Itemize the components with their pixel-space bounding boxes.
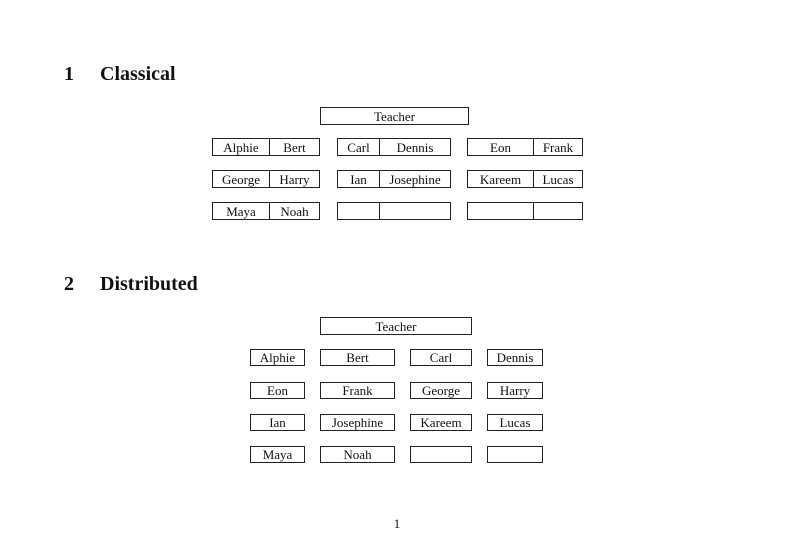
seat-label: Carl [347,139,370,155]
distributed-desk: Noah [320,446,395,463]
seat-label: Kareem [479,171,522,187]
seat-label: Alphie [223,139,259,155]
seat-label-empty [468,203,533,219]
classical-desk: Maya Noah [212,202,320,220]
classical-desk-empty [337,202,451,220]
distributed-teacher-box: Teacher [320,317,472,335]
seat-label: Alphie [259,350,296,365]
seat-label: Frank [342,383,373,398]
seat-label: Harry [269,171,319,187]
section-number: 1 [64,63,74,85]
distributed-desk: Alphie [250,349,305,366]
teacher-label: Teacher [375,318,417,334]
seat-label-empty [488,447,542,462]
seat-label-empty [338,203,379,219]
seat-label-empty [379,203,450,219]
distributed-desk: Carl [410,349,472,366]
teacher-label: Teacher [374,108,415,124]
seat-label: Dennis [379,139,450,155]
distributed-desk-empty [410,446,472,463]
seat-label: Ian [350,171,367,187]
section-title: Classical [100,63,176,85]
distributed-desk-empty [487,446,543,463]
classical-desk: George Harry [212,170,320,188]
seat-label: Josephine [379,171,450,187]
distributed-desk: Maya [250,446,305,463]
distributed-desk: Ian [250,414,305,431]
seat-label: Bert [346,350,369,365]
distributed-desk: Bert [320,349,395,366]
seat-label: Maya [262,447,293,462]
seat-label: Eon [267,383,288,398]
seat-label: Noah [343,447,372,462]
seat-label: George [221,171,261,187]
seat-label: Kareem [420,415,462,430]
section-heading-classical: 1 Classical [64,63,176,86]
section-number: 2 [64,273,74,295]
classical-desk: Eon Frank [467,138,583,156]
distributed-desk: Josephine [320,414,395,431]
distributed-desk: Dennis [487,349,543,366]
seat-label: Lucas [499,415,531,430]
classical-desk: Alphie Bert [212,138,320,156]
distributed-desk: Frank [320,382,395,399]
seat-label: Frank [533,139,582,155]
distributed-desk: Eon [250,382,305,399]
seat-label: Dennis [496,350,534,365]
section-heading-distributed: 2 Distributed [64,273,198,296]
seat-label: Lucas [533,171,582,187]
seat-label: Noah [269,203,319,219]
seat-label: Bert [269,139,319,155]
seat-label: Josephine [331,415,384,430]
seat-label: Harry [499,383,531,398]
seat-label: Carl [429,350,453,365]
classical-desk: Kareem Lucas [467,170,583,188]
classical-desk-empty [467,202,583,220]
classical-desk: Ian Josephine [337,170,451,188]
classical-desk: Carl Dennis [337,138,451,156]
seat-label: Eon [490,139,511,155]
page-number: 1 [393,516,401,531]
distributed-desk: George [410,382,472,399]
distributed-desk: Kareem [410,414,472,431]
seat-label: Ian [269,415,286,430]
classical-teacher-box: Teacher [320,107,469,125]
distributed-desk: Harry [487,382,543,399]
section-title: Distributed [100,273,198,295]
seat-label: Maya [226,203,256,219]
seat-label-empty [411,447,471,462]
seat-label-empty [533,203,582,219]
distributed-desk: Lucas [487,414,543,431]
seat-label: George [421,383,461,398]
